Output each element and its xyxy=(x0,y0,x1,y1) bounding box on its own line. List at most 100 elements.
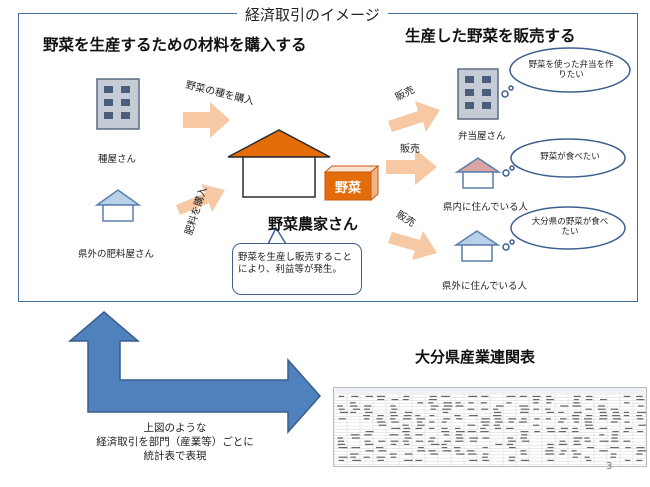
spreadsheet-cell-mark xyxy=(338,395,345,397)
spreadsheet-cell-mark xyxy=(376,395,385,397)
spreadsheet-cell-mark xyxy=(415,427,422,429)
io-table-title: 大分県産業連関表 xyxy=(415,348,536,366)
spreadsheet-cell-mark xyxy=(377,421,386,423)
spreadsheet-cell-mark xyxy=(611,434,619,436)
spreadsheet-cell-mark xyxy=(416,418,426,420)
house-icon xyxy=(453,230,501,262)
spreadsheet-cell-mark xyxy=(350,411,357,413)
spreadsheet-cell-mark xyxy=(441,443,447,445)
spreadsheet-cell-mark xyxy=(495,443,503,445)
spreadsheet-cell-mark xyxy=(571,415,580,417)
spreadsheet-cell-mark xyxy=(468,402,474,404)
spreadsheet-cell-mark xyxy=(389,434,399,436)
spreadsheet-cell-mark xyxy=(337,405,343,407)
spreadsheet-cell-mark xyxy=(573,440,580,442)
spreadsheet-cell-mark xyxy=(390,440,399,442)
spreadsheet-cell-mark xyxy=(534,418,540,420)
spreadsheet-cell-mark xyxy=(599,411,607,413)
spreadsheet-cell-mark xyxy=(560,405,569,407)
spreadsheet-cell-mark xyxy=(376,456,385,458)
spreadsheet-cell-mark xyxy=(364,405,372,407)
spreadsheet-cell-mark xyxy=(404,411,413,413)
spreadsheet-cell-mark xyxy=(585,395,593,397)
spreadsheet-cell-mark xyxy=(520,431,529,433)
spreadsheet-cell-mark xyxy=(560,450,567,452)
spreadsheet-cell-mark xyxy=(506,402,512,404)
spreadsheet-cell-mark xyxy=(456,453,465,455)
spreadsheet-cell-mark xyxy=(455,405,464,407)
spreadsheet-cell-mark xyxy=(545,453,554,455)
spreadsheet-cell-mark xyxy=(403,415,412,417)
spreadsheet-cell-mark xyxy=(455,402,461,404)
spreadsheet-cell-mark xyxy=(363,415,371,417)
spreadsheet-cell-mark xyxy=(467,408,475,410)
spreadsheet-cell-mark xyxy=(378,424,387,426)
spreadsheet-cell-mark xyxy=(546,402,552,404)
spreadsheet-cell-mark xyxy=(429,437,436,439)
spreadsheet-cell-mark xyxy=(365,431,374,433)
spreadsheet-cell-mark xyxy=(443,405,453,407)
spreadsheet-cell-mark xyxy=(545,408,551,410)
spreadsheet-cell-mark xyxy=(338,408,345,410)
spreadsheet-cell-mark xyxy=(612,415,620,417)
spreadsheet-cell-mark xyxy=(430,405,439,407)
spreadsheet-cell-mark xyxy=(519,405,529,407)
spreadsheet-cell-mark xyxy=(402,440,409,442)
bubble-text-bento: 野菜を使った弁当を作りたい xyxy=(528,60,614,81)
spreadsheet-cell-mark xyxy=(390,456,397,458)
description-line-1: 上図のような xyxy=(143,422,207,434)
spreadsheet-cell-mark xyxy=(377,415,384,417)
spreadsheet-cell-mark xyxy=(520,459,530,461)
spreadsheet-cell-mark xyxy=(599,415,608,417)
spreadsheet-cell-mark xyxy=(468,395,478,397)
spreadsheet-cell-mark xyxy=(506,395,516,397)
spreadsheet-cell-mark xyxy=(468,453,477,455)
spreadsheet-cell-mark xyxy=(364,434,372,436)
spreadsheet-cell-mark xyxy=(469,437,479,439)
spreadsheet-cell-mark xyxy=(363,456,370,458)
spreadsheet-cell-mark xyxy=(378,440,386,442)
building-icon xyxy=(96,78,140,130)
spreadsheet-cell-mark xyxy=(547,443,554,445)
spreadsheet-cell-mark xyxy=(402,431,410,433)
spreadsheet-cell-mark xyxy=(584,437,590,439)
spreadsheet-cell-mark xyxy=(404,434,410,436)
spreadsheet-cell-mark xyxy=(610,456,617,458)
in-pref-person-label: 県内に住んでいる人 xyxy=(443,202,529,213)
cloud-bubble-icon xyxy=(502,138,626,178)
spreadsheet-cell-mark xyxy=(391,408,398,410)
spreadsheet-cell-mark xyxy=(533,402,539,404)
spreadsheet-cell-mark xyxy=(558,421,564,423)
spreadsheet-cell-mark xyxy=(506,427,514,429)
spreadsheet-cell-mark xyxy=(416,421,423,423)
spreadsheet-cell-mark xyxy=(417,450,426,452)
spreadsheet-cell-mark xyxy=(610,453,617,455)
spreadsheet-cell-mark xyxy=(482,424,489,426)
spreadsheet-cell-mark xyxy=(586,447,595,449)
spreadsheet-cell-mark xyxy=(519,395,527,397)
veg-box-label: 野菜 xyxy=(335,181,362,196)
spreadsheet-cell-mark xyxy=(428,440,434,442)
spreadsheet-cell-mark xyxy=(624,427,633,429)
spreadsheet-cell-mark xyxy=(571,431,579,433)
spreadsheet-cell-mark xyxy=(546,395,552,397)
spreadsheet-cell-mark xyxy=(351,447,361,449)
spreadsheet-cell-mark xyxy=(508,421,514,423)
spreadsheet-cell-mark xyxy=(351,395,359,397)
spreadsheet-cell-mark xyxy=(441,447,448,449)
spreadsheet-cell-mark xyxy=(404,453,413,455)
spreadsheet-cell-mark xyxy=(508,440,516,442)
spreadsheet-cell-mark xyxy=(339,411,349,413)
spreadsheet-cell-mark xyxy=(636,453,643,455)
spreadsheet-cell-mark xyxy=(636,447,645,449)
spreadsheet-cell-mark xyxy=(337,440,345,442)
spreadsheet-cell-mark xyxy=(638,424,646,426)
spreadsheet-cell-mark xyxy=(365,411,373,413)
cloud-bubble-icon xyxy=(502,206,626,251)
spreadsheet-cell-mark xyxy=(442,408,451,410)
spreadsheet-cell-mark xyxy=(469,459,478,461)
spreadsheet-cell-mark xyxy=(508,456,516,458)
bubble-text-in-pref: 野菜が食べたい xyxy=(540,152,600,162)
building-icon xyxy=(457,68,499,120)
spreadsheet-cell-mark xyxy=(599,399,607,401)
